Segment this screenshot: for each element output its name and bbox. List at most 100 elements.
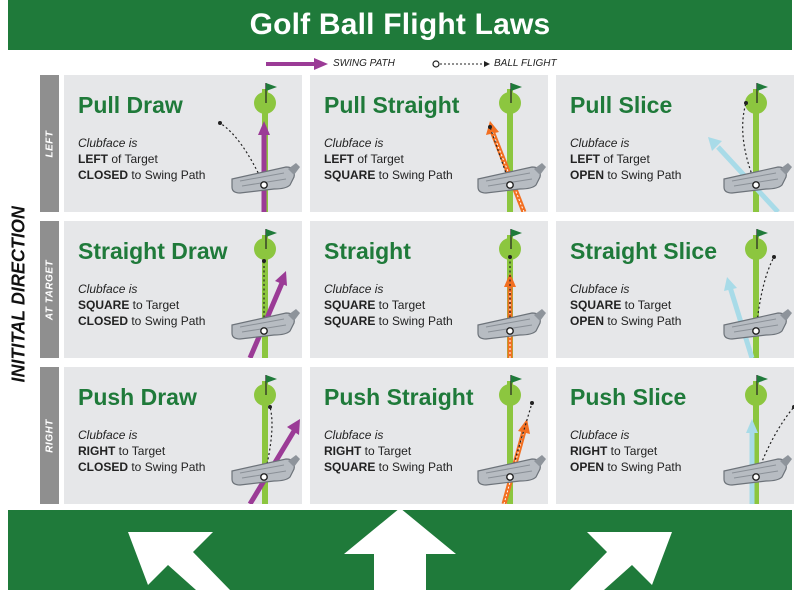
flight-law-description: Clubface is RIGHT to Target SQUARE to Sw… [324, 427, 453, 475]
clubface-path-relation: SQUARE to Swing Path [324, 313, 453, 329]
ball-flight-arrowhead [262, 259, 266, 263]
path-relation-text: to Swing Path [604, 460, 682, 474]
target-relation-text: of Target [600, 152, 650, 166]
golf-ball-icon [752, 473, 760, 481]
clubhead-icon [231, 455, 300, 486]
clubhead-icon [477, 455, 546, 486]
flight-diagram [723, 229, 792, 358]
path-relation-keyword: OPEN [570, 460, 605, 474]
golf-ball-icon [506, 327, 514, 335]
clubface-label: Clubface is [570, 282, 630, 296]
flag-icon [511, 375, 522, 383]
flight-law-description: Clubface is LEFT of Target CLOSED to Swi… [78, 135, 205, 183]
golf-ball-icon [752, 181, 760, 189]
flight-law-description: Clubface is LEFT of Target SQUARE to Swi… [324, 135, 453, 183]
flight-law-title: Push Straight [324, 384, 474, 410]
swing-path-arrow [724, 277, 755, 358]
path-relation-keyword: OPEN [570, 314, 605, 328]
footer-direction-panel [8, 510, 792, 590]
target-relation-keyword: LEFT [324, 152, 354, 166]
path-relation-keyword: SQUARE [324, 168, 376, 182]
clubface-path-relation: OPEN to Swing Path [570, 459, 681, 475]
right-direction-arrow [570, 532, 672, 590]
clubface-label: Clubface is [78, 428, 138, 442]
green-target-icon [499, 92, 521, 114]
path-relation-keyword: CLOSED [78, 314, 129, 328]
path-relation-text: to Swing Path [128, 168, 206, 182]
ball-flight-arrowhead [488, 125, 492, 129]
green-target-icon [254, 384, 276, 406]
clubface-path-relation: SQUARE to Swing Path [324, 167, 453, 183]
path-relation-text: to Swing Path [375, 314, 453, 328]
golf-ball-icon [752, 327, 760, 335]
target-relation-keyword: SQUARE [78, 298, 130, 312]
clubface-label: Clubface is [570, 428, 630, 442]
initial-direction-axis-label: INITITAL DIRECTION [8, 206, 29, 383]
swing-path-legend-label: SWING PATH [333, 58, 395, 69]
clubface-path-relation: CLOSED to Swing Path [78, 459, 205, 475]
flight-diagram [477, 229, 546, 358]
target-relation-keyword: RIGHT [324, 444, 362, 458]
target-relation-keyword: LEFT [78, 152, 108, 166]
target-relation-keyword: RIGHT [570, 444, 608, 458]
golf-ball-icon [260, 327, 268, 335]
flight-law-description: Clubface is SQUARE to Target SQUARE to S… [324, 281, 453, 329]
flight-law-description: Clubface is RIGHT to Target CLOSED to Sw… [78, 427, 205, 475]
ball-flight-arrowhead [218, 121, 222, 125]
golf-ball-icon [506, 181, 514, 189]
flight-law-cell: Straight Draw Clubface is SQUARE to Targ… [64, 221, 302, 358]
green-target-icon [745, 238, 767, 260]
clubface-label: Clubface is [570, 136, 630, 150]
ball-flight-curve [263, 406, 273, 478]
swing-path-arrow [258, 121, 270, 212]
flight-diagram [477, 375, 546, 504]
flight-law-cell: Straight Clubface is SQUARE to Target SQ… [310, 221, 548, 358]
flight-law-title: Pull Straight [324, 92, 460, 118]
target-relation-text: to Target [115, 444, 166, 458]
green-target-icon [499, 238, 521, 260]
page-title: Golf Ball Flight Laws [249, 8, 551, 41]
target-relation-text: of Target [108, 152, 158, 166]
flight-law-cell: Push Slice Clubface is RIGHT to Target O… [556, 367, 794, 504]
target-relation-text: to Target [375, 298, 426, 312]
path-relation-text: to Swing Path [604, 168, 682, 182]
legend: SWING PATH BALL FLIGHT [0, 55, 800, 73]
flight-law-title: Straight Draw [78, 238, 228, 264]
target-relation-text: to Target [129, 298, 180, 312]
clubhead-icon [723, 163, 792, 194]
clubhead-icon [231, 309, 300, 340]
flight-law-cell: Straight Slice Clubface is SQUARE to Tar… [556, 221, 794, 358]
flight-law-title: Straight Slice [570, 238, 717, 264]
path-relation-keyword: OPEN [570, 168, 605, 182]
clubface-target-relation: RIGHT to Target [78, 443, 205, 459]
path-relation-text: to Swing Path [375, 460, 453, 474]
clubface-path-relation: OPEN to Swing Path [570, 313, 681, 329]
path-relation-text: to Swing Path [128, 314, 206, 328]
flight-law-cell: Pull Straight Clubface is LEFT of Target… [310, 75, 548, 212]
clubface-target-relation: SQUARE to Target [78, 297, 205, 313]
clubface-target-relation: RIGHT to Target [324, 443, 453, 459]
green-target-icon [254, 92, 276, 114]
flag-icon [511, 83, 522, 91]
flight-law-title: Pull Slice [570, 92, 673, 118]
flag-icon [757, 229, 768, 237]
flag-icon [511, 229, 522, 237]
clubface-label: Clubface is [324, 282, 384, 296]
flight-law-title: Push Slice [570, 384, 687, 410]
ball-flight-curve [509, 402, 533, 478]
clubface-label: Clubface is [78, 282, 138, 296]
target-relation-keyword: LEFT [570, 152, 600, 166]
swing-path-arrow [486, 121, 527, 212]
green-target-icon [745, 92, 767, 114]
ball-flight-arrowhead [508, 255, 512, 259]
flight-law-title: Push Draw [78, 384, 197, 410]
flag-icon [266, 83, 277, 91]
flight-diagram [231, 375, 300, 504]
flag-icon [266, 229, 277, 237]
target-relation-text: to Target [361, 444, 412, 458]
clubface-target-relation: LEFT of Target [570, 151, 681, 167]
flight-diagram [231, 229, 300, 358]
flight-diagram [708, 83, 792, 212]
flight-diagram [477, 83, 546, 212]
ball-flight-curve [755, 406, 794, 478]
